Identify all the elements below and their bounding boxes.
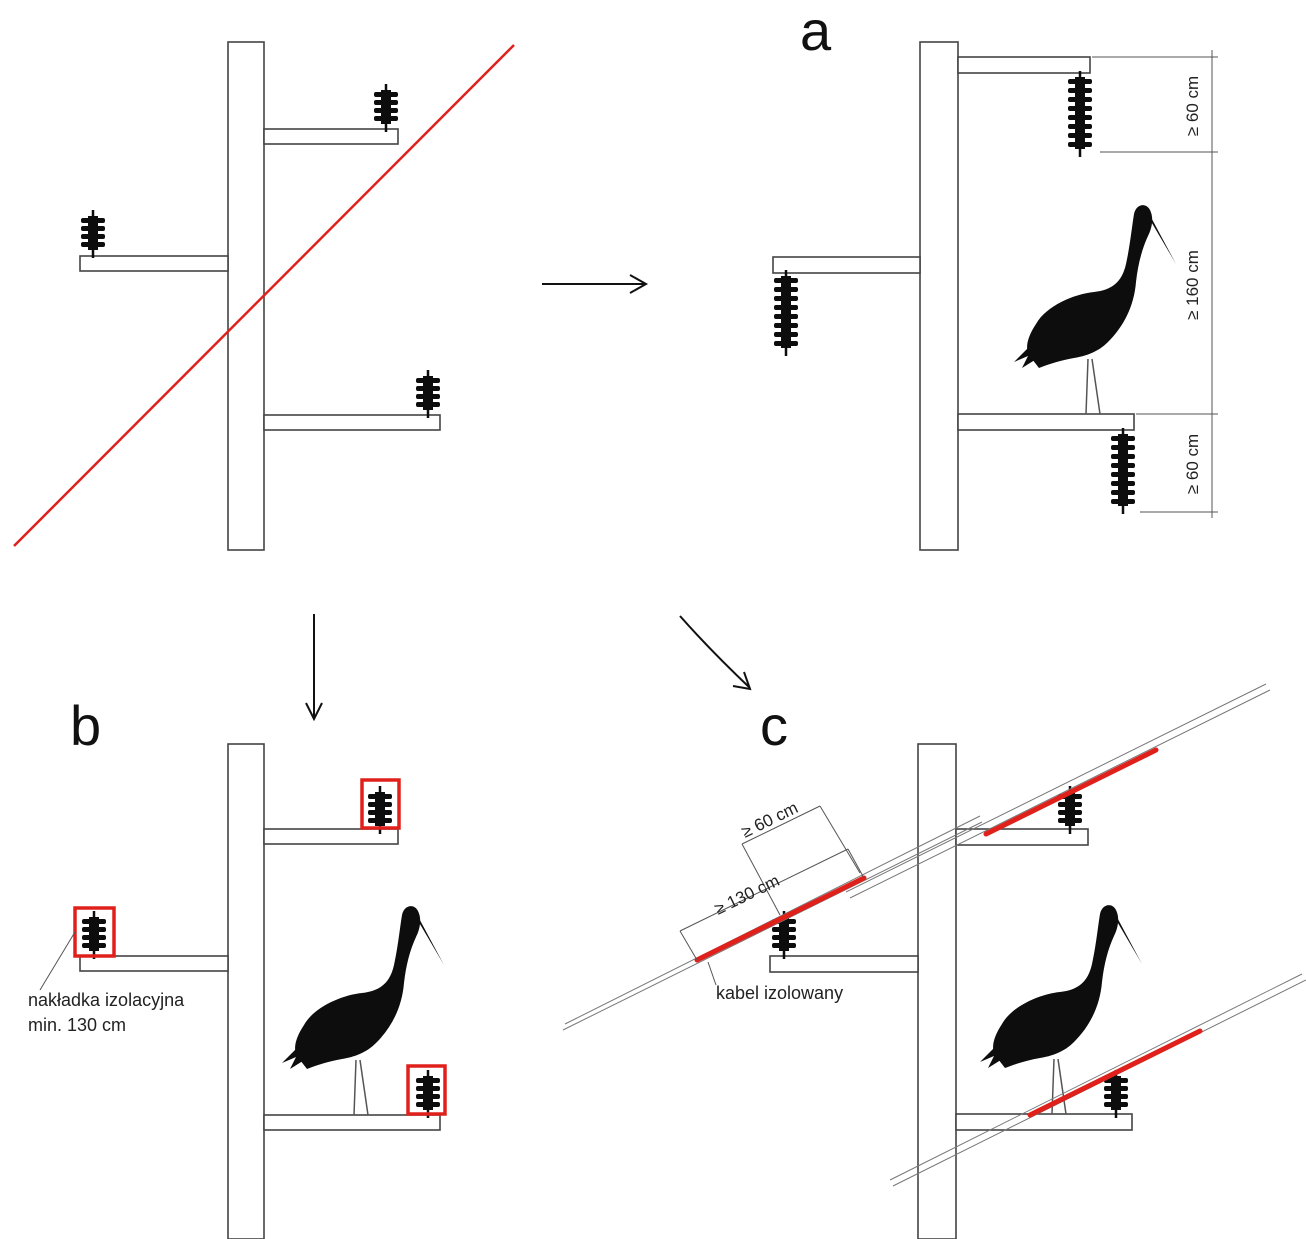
panel-b-letter: b <box>70 694 101 757</box>
dimension-label-top: ≥ 60 cm <box>1183 76 1202 136</box>
insulated-cable-segment <box>1027 1028 1203 1118</box>
panel-a-letter: a <box>800 0 832 62</box>
insulator-icon <box>772 268 800 358</box>
panel-c-letter: c <box>760 694 788 757</box>
cable-leader-line <box>707 961 717 986</box>
crossarm-lower-right <box>263 414 441 431</box>
note-line-2: min. 130 cm <box>28 1015 126 1035</box>
stork-icon <box>281 905 445 1116</box>
insulated-cable-segment <box>694 875 867 963</box>
panel-c: c ≥ 60 cm ≥ 130 <box>562 683 1306 1239</box>
crossarm-left <box>79 255 229 272</box>
cable-label: kabel izolowany <box>716 983 843 1003</box>
arrow-right-icon <box>542 274 649 294</box>
arrow-diagonal-icon <box>679 615 752 691</box>
dimension-label-130: ≥ 130 cm <box>711 871 782 919</box>
insulated-cable-segment <box>983 747 1159 837</box>
dimension-lines <box>1092 50 1218 518</box>
insulator-icon <box>372 82 400 134</box>
dimension-label-middle: ≥ 160 cm <box>1183 250 1202 320</box>
note-leader-line <box>39 931 76 991</box>
insulator-icon <box>1109 426 1137 516</box>
stork-icon <box>1013 204 1177 415</box>
insulator-icon <box>414 1068 442 1120</box>
crossarm-upper-right <box>263 128 399 145</box>
insulator-icon <box>1066 69 1094 159</box>
pole-original <box>13 41 515 551</box>
insulating-cover <box>406 1064 447 1116</box>
note-line-1: nakładka izolacyjna <box>28 990 185 1010</box>
panel-b: b nakładka izolacyjna min. 130 cm <box>28 694 447 1239</box>
insulator-icon <box>414 368 442 420</box>
cable-dimension-lines <box>679 805 865 961</box>
cross-out-line <box>13 44 515 547</box>
insulator-icon <box>79 208 107 260</box>
insulating-cover <box>360 778 401 830</box>
insulator-icon <box>80 909 108 961</box>
arrow-down-icon <box>305 614 323 722</box>
panel-a: a ≥ 60 cm ≥ 160 cm ≥ 60 cm <box>772 0 1218 551</box>
dimension-label-bottom: ≥ 60 cm <box>1183 434 1202 494</box>
